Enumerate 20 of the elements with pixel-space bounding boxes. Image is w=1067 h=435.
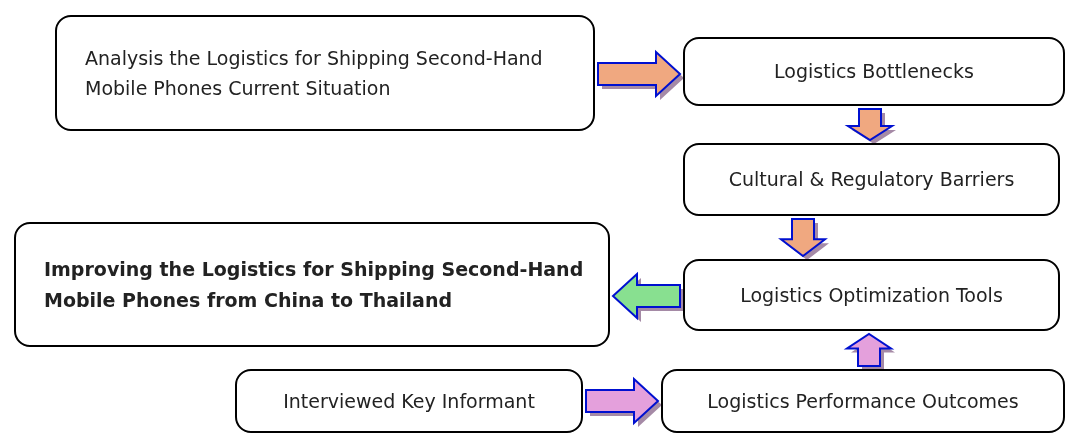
box-label: Analysis the Logistics for Shipping Second-Hand Mobile Phones Current Situation [84, 45, 544, 101]
box-label: Interviewed Key Informant [283, 388, 535, 414]
process-box [683, 259, 1060, 331]
box-label: Logistics Performance Outcomes [707, 388, 1019, 414]
process-box [14, 222, 610, 347]
block-arrow [843, 332, 895, 370]
process-box [683, 37, 1065, 106]
process-box [661, 369, 1065, 433]
process-box [55, 15, 595, 131]
box-label: Cultural & Regulatory Barriers [728, 167, 1015, 193]
box-label: Logistics Optimization Tools [740, 282, 1003, 308]
block-arrow [585, 376, 662, 427]
block-arrow [597, 49, 684, 100]
process-box [235, 369, 583, 433]
block-arrow [611, 271, 684, 322]
box-label: Improving the Logistics for Shipping Second-Hand Mobile Phones from China to Thailand [43, 257, 585, 313]
box-label: Logistics Bottlenecks [774, 59, 974, 85]
block-arrow [844, 108, 896, 144]
process-box [683, 143, 1060, 216]
block-arrow [778, 218, 829, 260]
